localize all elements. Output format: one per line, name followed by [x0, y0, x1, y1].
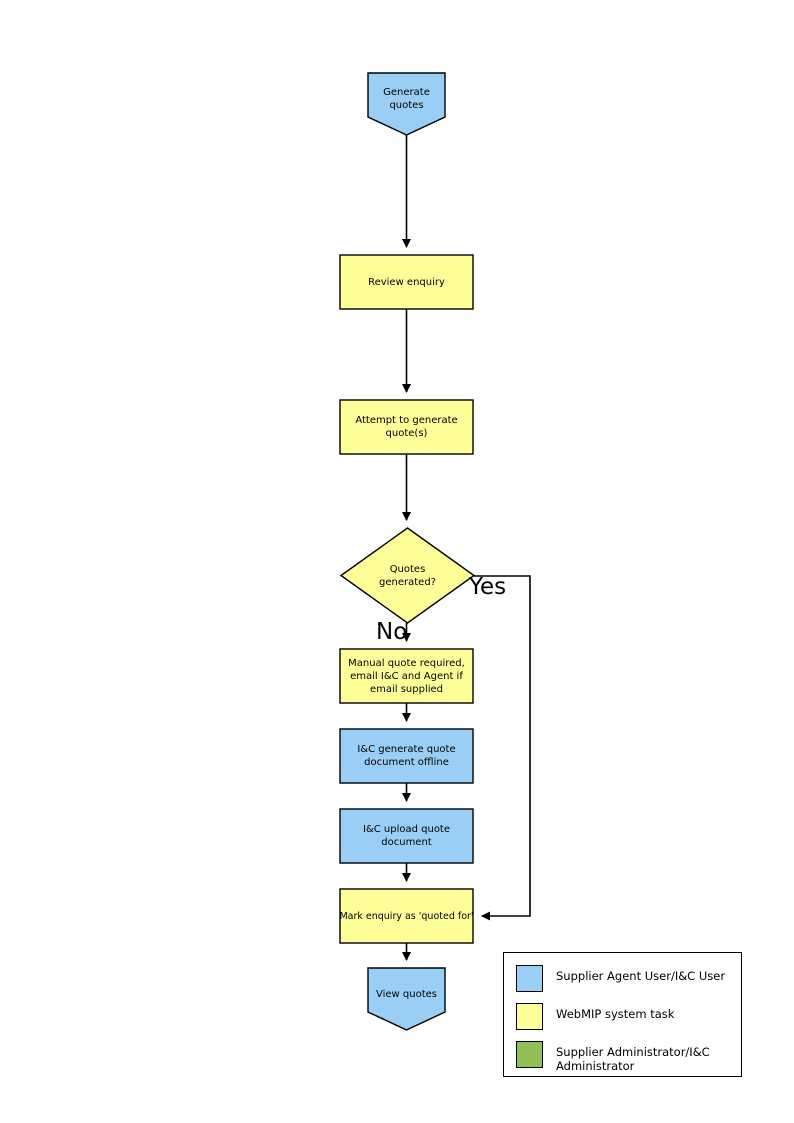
- node-view-quotes[interactable]: [367, 967, 446, 1031]
- node-ic-upload-quote-document[interactable]: [339, 808, 474, 864]
- node-quotes-generated-decision[interactable]: [339, 527, 476, 624]
- connector-decision-yes-to-mark: [474, 575, 531, 921]
- node-manual-quote-required[interactable]: [339, 648, 474, 704]
- node-generate-quotes[interactable]: [367, 72, 446, 136]
- legend-swatch-user-task: [516, 965, 543, 992]
- node-review-enquiry[interactable]: [339, 254, 474, 310]
- legend-item-webmip-system-task: WebMIP system task: [516, 1003, 674, 1030]
- edge-label-no: No: [376, 619, 408, 645]
- node-mark-enquiry-quoted-for[interactable]: [339, 888, 474, 944]
- legend: Supplier Agent User/I&C User WebMIP syst…: [503, 952, 742, 1077]
- legend-label-user-task: Supplier Agent User/I&C User: [556, 969, 726, 983]
- legend-item-supplier-agent-user: Supplier Agent User/I&C User: [516, 965, 725, 992]
- legend-label-admin-task: Supplier Administrator/I&C Administrator: [556, 1045, 710, 1073]
- node-ic-generate-quote-offline[interactable]: [339, 728, 474, 784]
- legend-label-system-task: WebMIP system task: [556, 1007, 675, 1021]
- legend-swatch-admin-task: [516, 1041, 543, 1068]
- legend-swatch-system-task: [516, 1003, 543, 1030]
- edge-label-yes: Yes: [469, 574, 507, 600]
- node-attempt-generate-quotes[interactable]: [339, 399, 474, 455]
- legend-item-supplier-administrator: Supplier Administrator/I&C Administrator: [516, 1041, 710, 1073]
